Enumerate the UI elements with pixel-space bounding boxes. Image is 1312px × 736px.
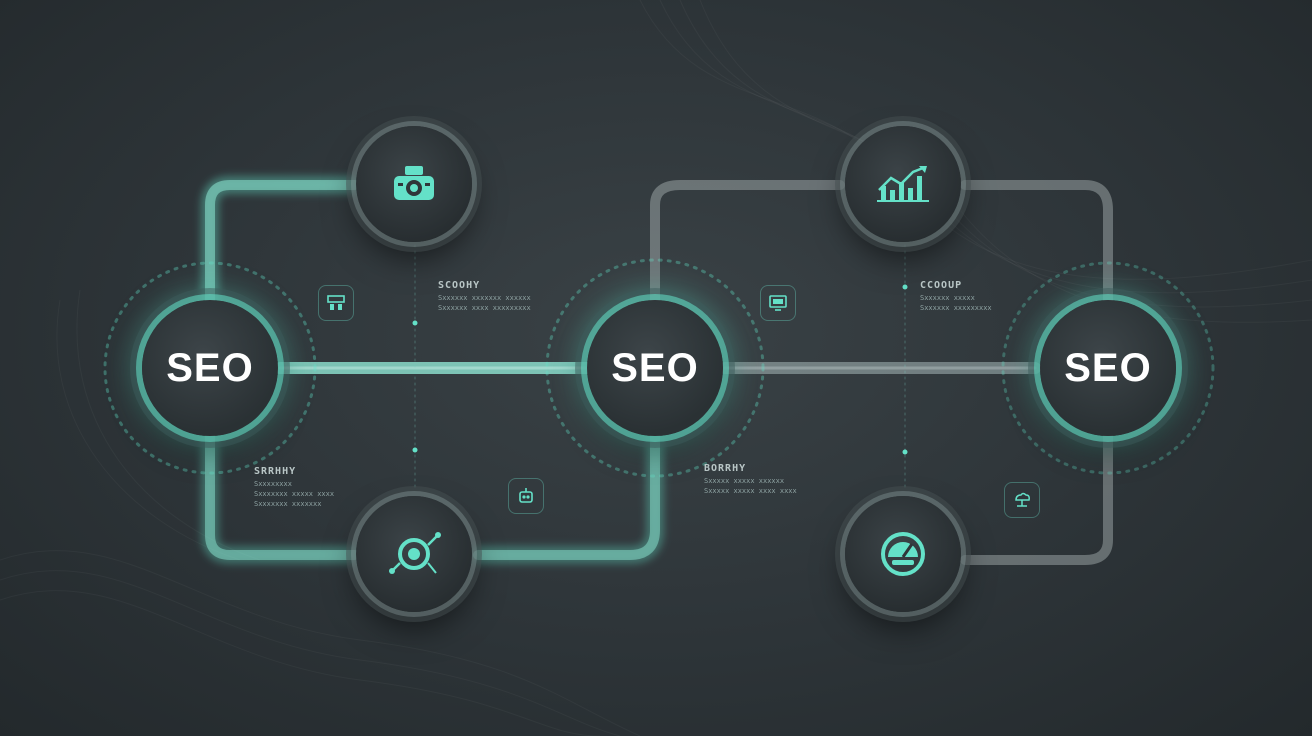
satellite-top-left <box>356 126 472 242</box>
seo-hub-left: SEO <box>142 300 278 436</box>
text-block-line: Sxxxxx xxxxx xxxxxx <box>704 477 785 485</box>
text-block-line: Sxxxxx xxxxx xxxx xxxx <box>704 487 797 495</box>
text-block-line: Sxxxxxx xxxxxxxxx <box>920 304 992 312</box>
satellite-bottom-left <box>356 496 472 612</box>
gauge-icon <box>881 532 925 576</box>
text-block-line: Sxxxxxxxx <box>254 480 292 488</box>
seo-hub-center: SEO <box>587 300 723 436</box>
text-block-title: BORRHY <box>704 463 747 474</box>
target-icon <box>389 532 441 574</box>
cloud-network-icon <box>1004 482 1040 518</box>
text-block-line: Sxxxxxx xxxxxxx xxxxxx <box>438 294 531 302</box>
satellite-top-right <box>845 126 961 242</box>
monitor-icon <box>760 285 796 321</box>
satellite-bottom-right <box>845 496 961 612</box>
text-block-line: Sxxxxxxx xxxxxxx <box>254 500 322 508</box>
text-block-title: CCOOUP <box>920 280 963 291</box>
text-block-line: Sxxxxxx xxxxx <box>920 294 975 302</box>
bar-chart-trend-icon <box>877 166 929 202</box>
seo-hub-right: SEO <box>1040 300 1176 436</box>
hub-label: SEO <box>611 345 699 390</box>
hub-label: SEO <box>1064 345 1152 390</box>
hub-label: SEO <box>166 345 254 390</box>
text-block-title: SCOOHY <box>438 280 481 291</box>
dashboard-icon <box>318 285 354 321</box>
robot-icon <box>508 478 544 514</box>
text-block-line: Sxxxxxx xxxx xxxxxxxxx <box>438 304 531 312</box>
text-block-title: SRRHHY <box>254 466 297 477</box>
text-block-line: Sxxxxxxx xxxxx xxxx <box>254 490 335 498</box>
camera-icon <box>394 166 434 200</box>
